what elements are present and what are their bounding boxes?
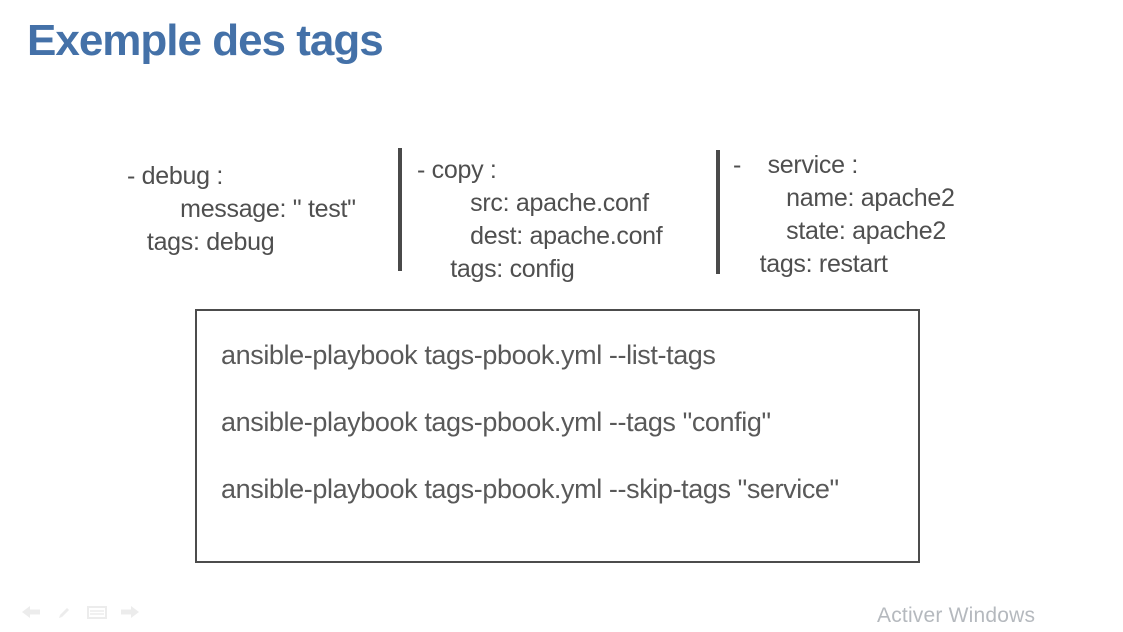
yaml-line: dest: apache.conf [417, 222, 663, 250]
command-list-tags: ansible-playbook tags-pbook.yml --list-t… [221, 340, 716, 370]
command-skip-tags-service: ansible-playbook tags-pbook.yml --skip-t… [221, 474, 839, 504]
yaml-line: - service : [733, 151, 858, 179]
previous-slide-icon[interactable] [20, 603, 42, 621]
yaml-line: tags: restart [733, 250, 888, 278]
yaml-line: tags: config [417, 255, 575, 283]
divider-line-1 [398, 148, 402, 271]
activation-watermark: Activer Windows [877, 604, 1036, 627]
yaml-line: state: apache2 [733, 217, 946, 245]
slide-title: Exemple des tags [27, 16, 384, 65]
yaml-line: - debug : [127, 162, 223, 190]
presenter-controls [20, 603, 141, 621]
yaml-line: tags: debug [127, 228, 275, 256]
commands-box: ansible-playbook tags-pbook.yml --list-t… [195, 309, 920, 563]
see-all-slides-icon[interactable] [86, 603, 108, 621]
yaml-line: - copy : [417, 156, 497, 184]
yaml-line: src: apache.conf [417, 189, 649, 217]
command-tags-config: ansible-playbook tags-pbook.yml --tags "… [221, 407, 771, 437]
yaml-line: message: " test" [127, 195, 356, 223]
yaml-line: name: apache2 [733, 184, 955, 212]
yaml-task-debug: - debug : message: " test" tags: debug [127, 160, 356, 259]
yaml-task-copy: - copy : src: apache.conf dest: apache.c… [417, 154, 663, 286]
divider-line-2 [716, 150, 720, 274]
next-slide-icon[interactable] [119, 603, 141, 621]
pen-icon[interactable] [53, 603, 75, 621]
yaml-task-service: - service : name: apache2 state: apache2… [733, 149, 955, 281]
